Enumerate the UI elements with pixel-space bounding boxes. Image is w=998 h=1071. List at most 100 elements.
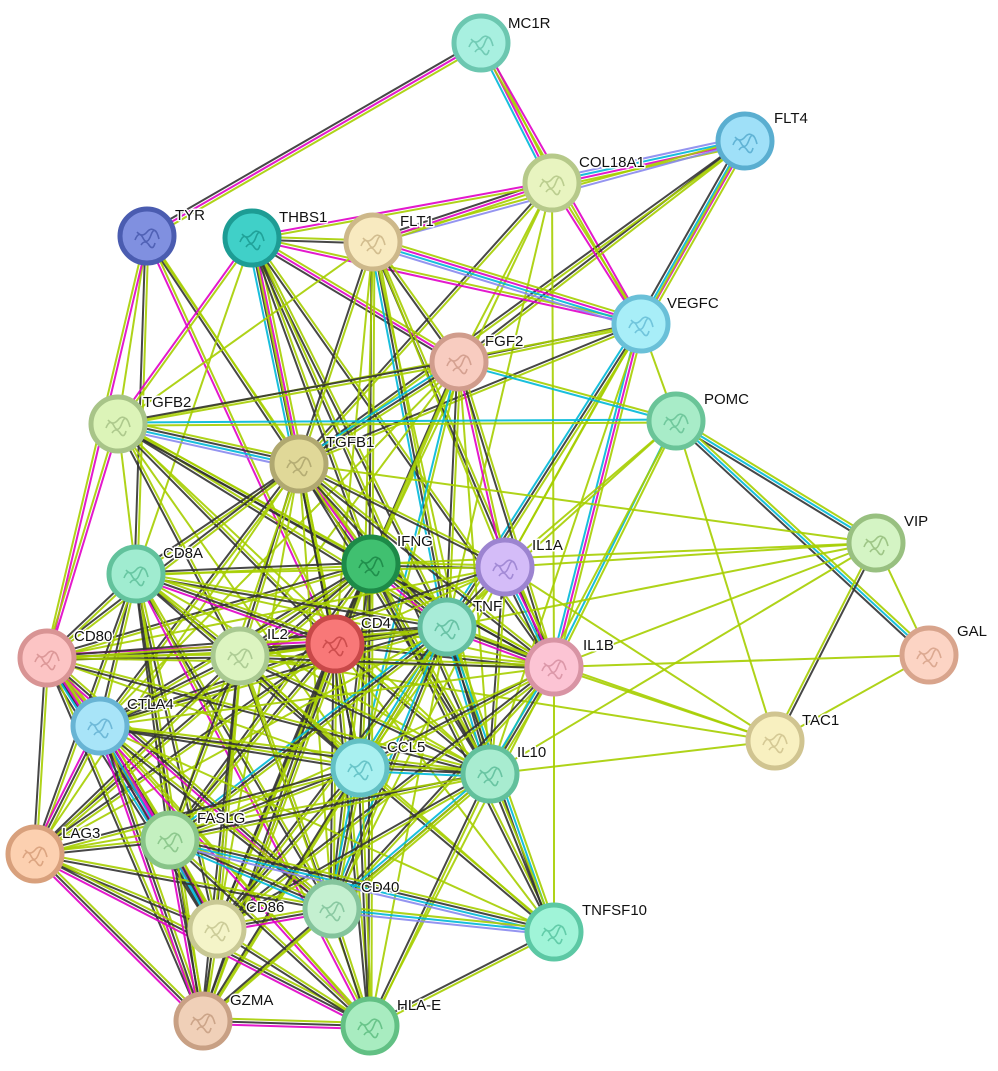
node-tgfb1[interactable]: TGFB1 [269, 433, 376, 494]
edge-faslg-tnfsf10[interactable] [168, 834, 556, 938]
node-circle[interactable] [70, 696, 130, 756]
edge-vegfc-il1b[interactable] [550, 323, 645, 668]
edge-pomc-vip[interactable] [673, 417, 879, 547]
node-thbs1[interactable]: THBS1 [222, 208, 329, 268]
edge-gal-il1b[interactable] [553, 654, 930, 668]
node-il10[interactable]: IL10 [460, 743, 548, 804]
node-cd8a[interactable]: CD8A [106, 544, 205, 604]
edge-pomc-gal[interactable] [673, 418, 932, 658]
node-cd4[interactable]: CD4 [305, 614, 393, 674]
node-col18a1[interactable]: COL18A1 [522, 153, 646, 213]
node-circle[interactable] [269, 434, 329, 494]
edge-tgfb1-cd80[interactable] [45, 462, 301, 660]
node-circle[interactable] [611, 294, 671, 354]
edge-fgf2-tgfb2[interactable] [117, 359, 460, 427]
edge-il1a-il10[interactable] [487, 566, 508, 775]
edge-cd8a-cd4[interactable] [134, 570, 337, 648]
edge-pomc-il1a[interactable] [504, 420, 677, 568]
node-il1a[interactable]: IL1A [475, 536, 564, 597]
node-vegfc[interactable]: VEGFC [611, 294, 720, 354]
node-circle[interactable] [429, 332, 489, 392]
node-ctla4[interactable]: CTLA4 [70, 695, 175, 756]
edge-ctla4-ccl5[interactable] [99, 723, 361, 771]
node-tnfsf10[interactable]: TNFSF10 [524, 901, 649, 962]
edge-vip-ifng[interactable] [370, 542, 877, 565]
node-circle[interactable] [17, 628, 77, 688]
edge-il10-lag3[interactable] [34, 773, 491, 855]
edge-tgfb2-il2[interactable] [115, 422, 243, 658]
edge-fgf2-tgfb1[interactable] [296, 358, 462, 468]
node-gzma[interactable]: GZMA [173, 991, 275, 1051]
node-circle[interactable] [524, 637, 584, 697]
edge-vegfc-il1a[interactable] [504, 323, 642, 568]
node-flt1[interactable]: FLT1 [343, 212, 435, 272]
edge-tyr-cd80[interactable] [44, 235, 150, 659]
node-tnf[interactable]: TNF [417, 597, 504, 657]
edge-lag3-gzma[interactable] [32, 851, 206, 1024]
edge-flt1-tgfb1[interactable] [296, 241, 376, 465]
edge-il1b-cd40[interactable] [330, 665, 556, 911]
node-circle[interactable] [343, 212, 403, 272]
node-circle[interactable] [524, 902, 584, 962]
edge-tgfb2-il10[interactable] [117, 423, 491, 775]
node-faslg[interactable]: FASLG [140, 809, 247, 870]
node-circle[interactable] [715, 111, 775, 171]
node-gal[interactable]: GAL [899, 622, 989, 685]
edge-cd8a-tnf[interactable] [135, 571, 448, 630]
node-circle[interactable] [330, 738, 390, 798]
edge-thbs1-tgfb2[interactable] [115, 236, 255, 426]
edge-fgf2-pomc[interactable] [458, 359, 677, 424]
node-circle[interactable] [846, 513, 906, 573]
node-il2[interactable]: IL2 [210, 625, 289, 686]
node-circle[interactable] [222, 208, 282, 268]
node-tgfb2[interactable]: TGFB2 [88, 393, 193, 454]
node-tyr[interactable]: TYR [117, 206, 207, 266]
edge-ctla4-hla-e[interactable] [98, 724, 372, 1028]
node-circle[interactable] [5, 824, 65, 884]
edge-tnf-gzma[interactable] [202, 626, 448, 1022]
edge-il1a-cd8a[interactable] [135, 566, 506, 575]
node-lag3[interactable]: LAG3 [5, 824, 102, 884]
edge-tgfb1-il1a[interactable] [297, 461, 507, 570]
edge-cd80-lag3[interactable] [32, 657, 50, 855]
node-circle[interactable] [899, 625, 959, 685]
edge-cd80-il10[interactable] [46, 655, 491, 777]
edge-fgf2-il2[interactable] [239, 361, 460, 657]
node-circle[interactable] [305, 614, 365, 674]
edge-col18a1-tnf[interactable] [446, 182, 553, 628]
edge-pomc-tac1[interactable] [675, 420, 776, 742]
node-circle[interactable] [475, 537, 535, 597]
edge-tgfb2-cd80[interactable] [44, 423, 121, 659]
node-circle[interactable] [140, 810, 200, 870]
node-mc1r[interactable]: MC1R [451, 13, 552, 73]
node-circle[interactable] [522, 153, 582, 213]
node-pomc[interactable]: POMC [646, 390, 751, 451]
node-circle[interactable] [460, 744, 520, 804]
node-circle[interactable] [187, 899, 247, 959]
node-circle[interactable] [340, 996, 400, 1056]
edge-tac1-il10[interactable] [489, 740, 776, 775]
edge-col18a1-il1b[interactable] [551, 182, 555, 668]
edge-pomc-tgfb2[interactable] [117, 418, 677, 427]
node-circle[interactable] [117, 206, 177, 266]
edge-vip-tac1[interactable] [772, 541, 879, 743]
edge-lag3-cd40[interactable] [34, 851, 333, 912]
node-fgf2[interactable]: FGF2 [429, 332, 525, 392]
node-tac1[interactable]: TAC1 [745, 711, 841, 771]
edge-vip-il1b[interactable] [553, 542, 877, 668]
edge-fgf2-ctla4[interactable] [99, 361, 460, 727]
edge-cd86-hla-e[interactable] [215, 926, 372, 1029]
edge-vip-tnf[interactable] [446, 542, 877, 628]
edge-mc1r-tyr[interactable] [144, 39, 484, 240]
edge-flt4-fgf2[interactable] [457, 139, 747, 364]
edge-thbs1-vegfc[interactable] [251, 235, 642, 327]
edge-il1b-ctla4[interactable] [99, 666, 555, 727]
edge-flt1-tgfb2[interactable] [117, 241, 374, 425]
node-vip[interactable]: VIP [846, 512, 930, 573]
edge-col18a1-fgf2[interactable] [458, 182, 553, 363]
node-cd86[interactable]: CD86 [187, 898, 286, 959]
node-circle[interactable] [210, 626, 270, 686]
edge-faslg-hla-e[interactable] [168, 838, 372, 1028]
edge-il1a-cd80[interactable] [46, 566, 506, 659]
edge-pomc-tnf[interactable] [446, 420, 677, 628]
